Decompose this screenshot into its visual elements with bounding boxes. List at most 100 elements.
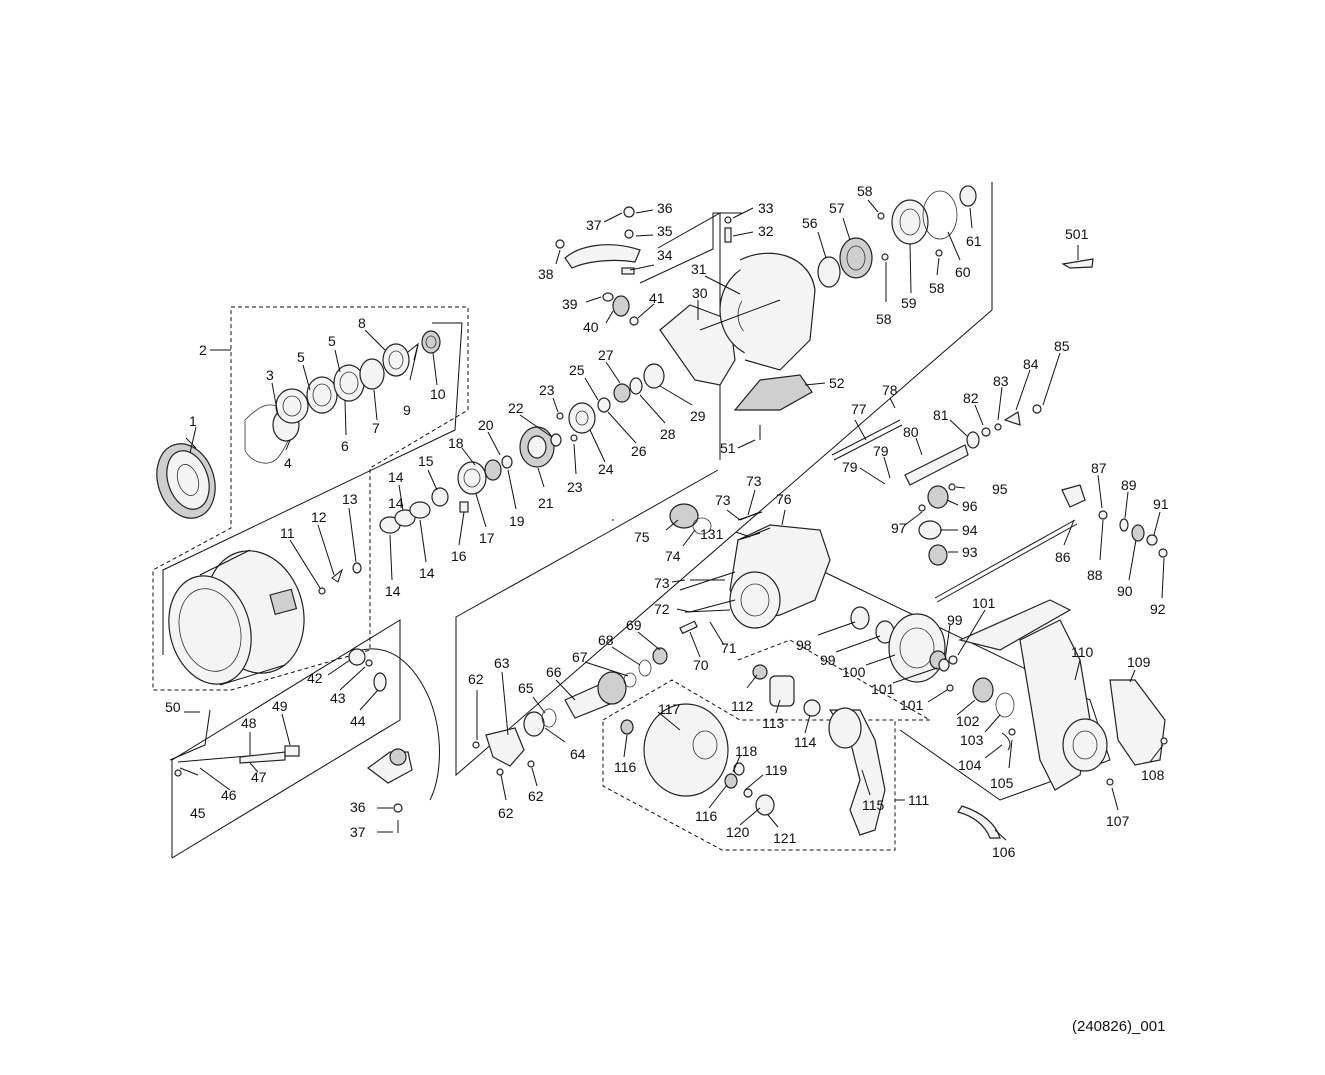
part-label: 25 — [569, 362, 585, 378]
part-label: 77 — [851, 401, 867, 417]
part-label: 63 — [494, 655, 510, 671]
part-label: 58 — [876, 311, 892, 327]
part-label: 14 — [419, 565, 435, 581]
part-label: 105 — [990, 775, 1014, 791]
part-label: 38 — [538, 266, 554, 282]
part-label: 42 — [307, 670, 323, 686]
part-label: 115 — [862, 797, 885, 813]
part-label: 90 — [1117, 583, 1133, 599]
part-label: 22 — [508, 400, 524, 416]
part-label: 114 — [794, 734, 817, 750]
part-label: 43 — [330, 690, 346, 706]
part-label: 50 — [165, 699, 181, 715]
part-label: 73 — [746, 473, 762, 489]
part-label: 94 — [962, 522, 978, 538]
part-label: 16 — [451, 548, 467, 564]
part-label: 23 — [567, 479, 583, 495]
part-label: 72 — [654, 601, 670, 617]
part-label: 9 — [403, 402, 411, 418]
part-label: 101 — [972, 595, 996, 611]
part-label: 73 — [654, 575, 670, 591]
part-label: 86 — [1055, 549, 1071, 565]
part-label: 101 — [871, 681, 895, 697]
part-label: 91 — [1153, 496, 1169, 512]
rotor-nut-parts — [817, 185, 977, 288]
main-shaft-parts — [831, 404, 1042, 486]
part-label: 21 — [538, 495, 554, 511]
part-label: 49 — [272, 698, 288, 714]
part-label: 76 — [776, 491, 792, 507]
part-label: 65 — [518, 680, 534, 696]
part-label: 116 — [614, 759, 637, 775]
part-label: 35 — [657, 223, 673, 239]
bail-wire-parts — [169, 648, 440, 833]
part-label: 51 — [720, 440, 736, 456]
part-label: 501 — [1065, 226, 1089, 242]
part-label: 119 — [765, 762, 788, 778]
reel-frame-part — [946, 599, 1168, 839]
oscillation-parts — [918, 483, 1168, 603]
reel-body-part — [669, 503, 831, 629]
part-label: 32 — [758, 223, 774, 239]
part-label: 39 — [562, 296, 578, 312]
part-label: 106 — [992, 844, 1016, 860]
bail-arm-part — [555, 206, 732, 326]
part-label: 30 — [692, 285, 708, 301]
part-label: 121 — [773, 830, 797, 846]
leader-lines — [179, 199, 1165, 841]
part-label: 29 — [690, 408, 706, 424]
part-label: 79 — [873, 443, 889, 459]
part-label: 62 — [468, 671, 484, 687]
part-label: 4 — [284, 455, 292, 471]
part-label: 59 — [901, 295, 917, 311]
part-label: 36 — [350, 799, 366, 815]
part-label: 36 — [657, 200, 673, 216]
part-label: 18 — [448, 435, 464, 451]
part-label: 60 — [955, 264, 971, 280]
part-label: 69 — [626, 617, 642, 633]
part-label: 70 — [693, 657, 709, 673]
part-label: 85 — [1054, 338, 1070, 354]
part-label: 81 — [933, 407, 949, 423]
part-label: 19 — [509, 513, 525, 529]
part-label: 28 — [660, 426, 676, 442]
part-label: 10 — [430, 386, 446, 402]
part-label: 75 — [634, 529, 650, 545]
part-label: 34 — [657, 247, 673, 263]
part-label: 52 — [829, 375, 845, 391]
rotor-guard-part — [733, 374, 813, 440]
part-label: 96 — [962, 498, 978, 514]
part-label: 14 — [385, 583, 401, 599]
part-label: 97 — [891, 520, 907, 536]
part-label: 14 — [388, 495, 404, 511]
part-label: 74 — [665, 548, 681, 564]
part-label: 101 — [900, 697, 924, 713]
part-label: 73 — [715, 492, 731, 508]
drag-washer-parts — [244, 330, 441, 464]
part-label: 84 — [1023, 356, 1039, 372]
part-label: 14 — [388, 469, 404, 485]
part-label: 12 — [311, 509, 327, 525]
part-label: 117 — [658, 701, 681, 717]
part-label: 89 — [1121, 477, 1137, 493]
tool-part — [1061, 258, 1094, 269]
part-label: 120 — [726, 824, 750, 840]
part-label: 2 — [199, 342, 207, 358]
part-label: 104 — [958, 757, 982, 773]
part-label: 95 — [992, 481, 1008, 497]
part-label: 37 — [586, 217, 602, 233]
part-label: 5 — [328, 333, 336, 349]
rotor-part — [659, 252, 816, 386]
part-label: 13 — [342, 491, 358, 507]
part-label: 47 — [251, 769, 267, 785]
part-label: 27 — [598, 347, 614, 363]
part-label: 41 — [649, 290, 665, 306]
part-label: 26 — [631, 443, 647, 459]
part-label: 108 — [1141, 767, 1165, 783]
part-label: 109 — [1127, 654, 1151, 670]
part-label: 102 — [956, 713, 980, 729]
part-label: 98 — [796, 637, 812, 653]
part-label: 24 — [598, 461, 614, 477]
part-label: 45 — [190, 805, 206, 821]
part-label: 56 — [802, 215, 818, 231]
